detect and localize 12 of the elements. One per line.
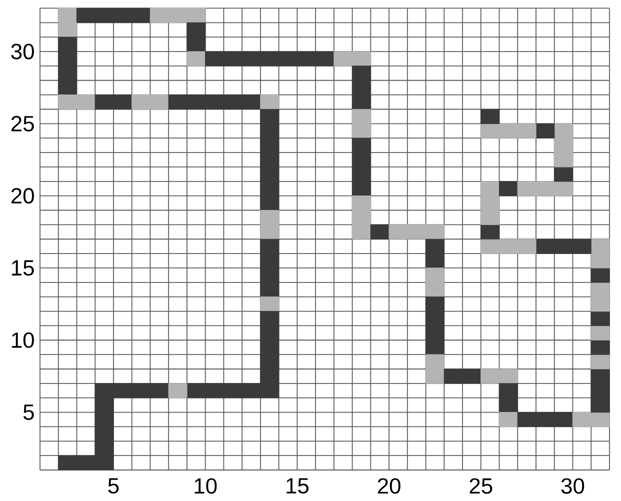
tick-label: 10 <box>12 332 34 348</box>
tick-label: 30 <box>561 478 584 494</box>
tick-label: 5 <box>23 404 34 420</box>
tick-label: 15 <box>286 478 308 494</box>
tick-label: 30 <box>11 44 34 60</box>
tick-label: 15 <box>12 260 34 276</box>
tick-label: 5 <box>108 478 119 494</box>
tick-label: 20 <box>11 188 34 204</box>
tick-label: 10 <box>194 478 217 494</box>
tick-label: 25 <box>470 478 492 494</box>
tick-label: 25 <box>11 116 34 132</box>
tick-label: 20 <box>378 478 400 494</box>
